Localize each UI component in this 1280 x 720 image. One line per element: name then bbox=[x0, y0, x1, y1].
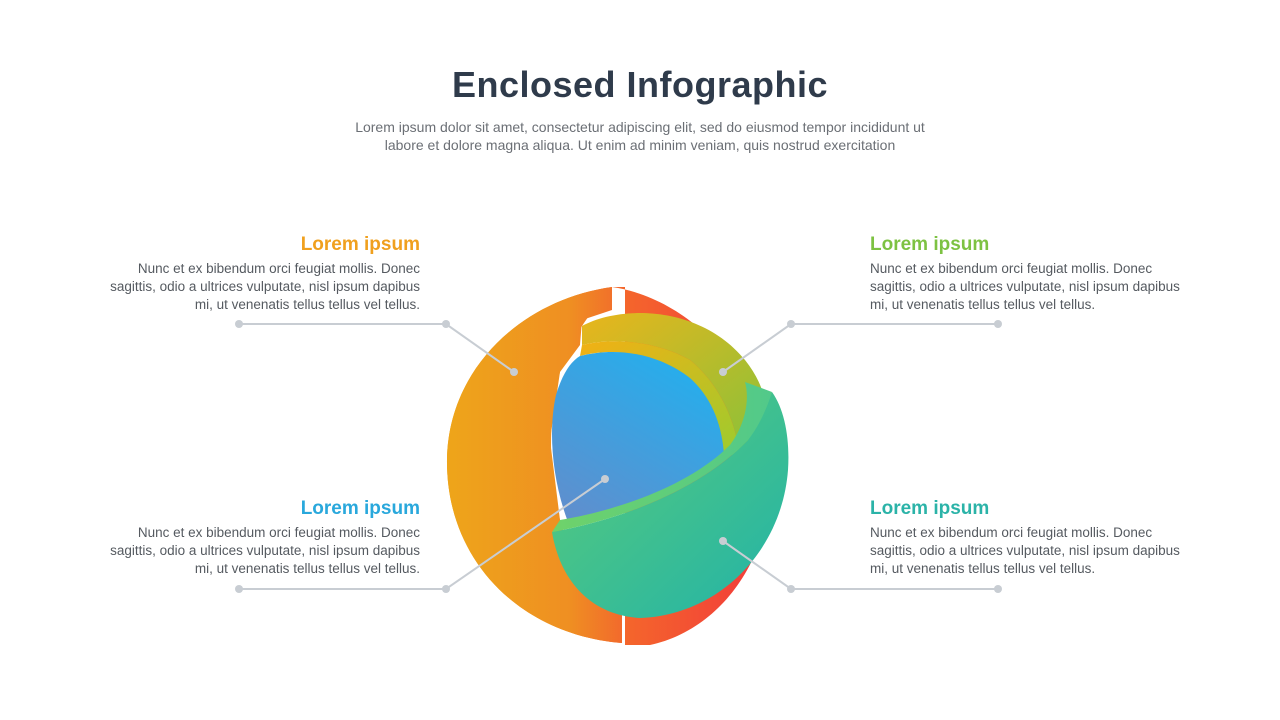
info-body: Nunc et ex bibendum orci feugiat mollis.… bbox=[870, 525, 1180, 576]
info-block-top-right: Lorem ipsum Nunc et ex bibendum orci feu… bbox=[870, 233, 1200, 314]
info-heading: Lorem ipsum bbox=[870, 234, 990, 255]
dot bbox=[994, 585, 1002, 593]
page-title: Enclosed Infographic bbox=[451, 64, 829, 105]
info-block-top-left: Lorem ipsum Nunc et ex bibendum orci feu… bbox=[90, 233, 420, 314]
orange-shell-face bbox=[446, 287, 622, 643]
dot bbox=[235, 320, 243, 328]
dot bbox=[442, 585, 450, 593]
dot bbox=[601, 475, 609, 483]
info-block-bottom-right: Lorem ipsum Nunc et ex bibendum orci feu… bbox=[870, 497, 1200, 578]
blue-inner-core bbox=[552, 351, 724, 522]
dot bbox=[994, 320, 1002, 328]
info-heading: Lorem ipsum bbox=[300, 234, 420, 255]
connector-top-left bbox=[239, 323, 515, 373]
connector-top-right bbox=[722, 323, 998, 373]
dot bbox=[510, 368, 518, 376]
dot bbox=[442, 320, 450, 328]
dot bbox=[787, 585, 795, 593]
info-block-bottom-left: Lorem ipsum Nunc et ex bibendum orci feu… bbox=[90, 497, 420, 578]
info-heading: Lorem ipsum bbox=[300, 498, 420, 519]
dot bbox=[235, 585, 243, 593]
page-subtitle: Lorem ipsum dolor sit amet, consectetur … bbox=[355, 119, 925, 153]
info-body: Nunc et ex bibendum orci feugiat mollis.… bbox=[110, 261, 420, 312]
info-body: Nunc et ex bibendum orci feugiat mollis.… bbox=[870, 261, 1180, 312]
info-heading: Lorem ipsum bbox=[870, 498, 990, 519]
dot bbox=[719, 368, 727, 376]
yellow-green-cap bbox=[582, 313, 767, 455]
yellow-green-cap-rim bbox=[580, 341, 740, 455]
dot bbox=[719, 537, 727, 545]
connector-dots bbox=[235, 320, 1002, 593]
teal-bottom-shell bbox=[552, 392, 789, 618]
info-body: Nunc et ex bibendum orci feugiat mollis.… bbox=[110, 525, 420, 576]
dot bbox=[787, 320, 795, 328]
teal-shell-rim bbox=[552, 382, 772, 532]
